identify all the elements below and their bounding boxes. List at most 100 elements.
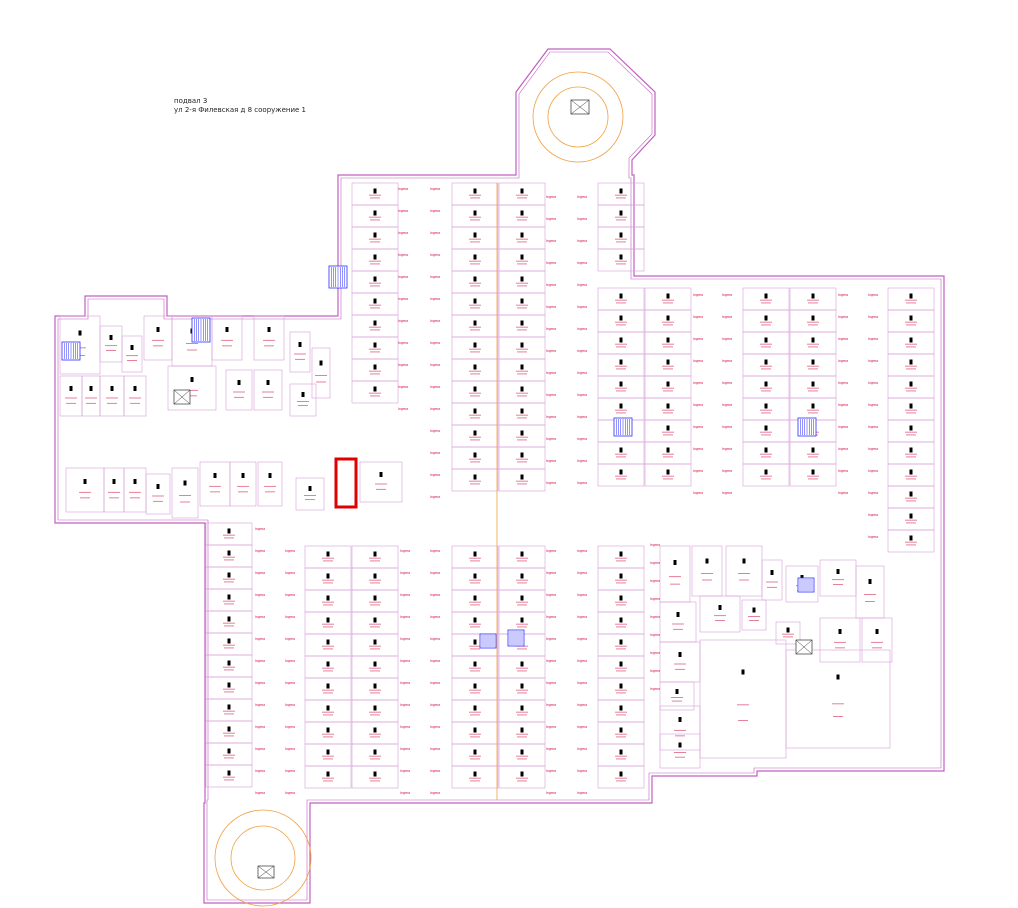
parking-space[interactable] [351,611,399,635]
parking-space[interactable] [451,270,499,294]
parking-space[interactable] [789,463,837,487]
parking-space[interactable] [451,358,499,382]
parking-space[interactable] [644,287,692,311]
parking-space[interactable] [451,204,499,228]
parking-space[interactable] [789,353,837,377]
parking-space[interactable] [205,764,253,788]
parking-space[interactable] [597,611,645,635]
parking-space[interactable] [887,485,935,509]
parking-space[interactable] [304,699,352,723]
parking-space[interactable] [789,331,837,355]
parking-space[interactable] [351,545,399,569]
parking-space[interactable] [205,720,253,744]
parking-space[interactable] [597,589,645,613]
parking-space[interactable] [659,705,701,751]
parking-space[interactable] [597,567,645,591]
parking-space[interactable] [887,331,935,355]
parking-space[interactable] [351,380,399,404]
parking-space[interactable] [597,743,645,767]
parking-space[interactable] [304,633,352,657]
parking-space[interactable] [887,397,935,421]
parking-space[interactable] [451,292,499,316]
parking-space[interactable] [304,655,352,679]
parking-space[interactable] [451,402,499,426]
parking-space[interactable] [742,287,790,311]
parking-space[interactable] [597,441,645,465]
parking-space[interactable] [498,358,546,382]
parking-space[interactable] [789,397,837,421]
parking-space[interactable] [659,681,695,711]
parking-space[interactable] [451,765,499,789]
parking-space[interactable] [819,559,857,597]
parking-space[interactable] [451,699,499,723]
parking-space[interactable] [304,589,352,613]
parking-space[interactable] [451,446,499,470]
parking-space[interactable] [451,545,499,569]
parking-space[interactable] [498,721,546,745]
parking-space[interactable] [742,331,790,355]
parking-space[interactable] [351,567,399,591]
parking-space[interactable] [785,649,891,749]
parking-space[interactable] [498,743,546,767]
parking-space[interactable] [451,182,499,206]
parking-space[interactable] [257,461,283,507]
parking-space[interactable] [855,565,885,619]
parking-space[interactable] [785,565,819,603]
parking-space[interactable] [205,522,253,546]
parking-space[interactable] [451,468,499,492]
parking-space[interactable] [887,441,935,465]
parking-space[interactable] [253,369,283,411]
parking-space[interactable] [199,461,231,507]
parking-space[interactable] [99,325,123,363]
parking-space[interactable] [742,353,790,377]
parking-space[interactable] [659,545,691,603]
parking-space[interactable] [351,248,399,272]
parking-space[interactable] [597,633,645,657]
parking-space[interactable] [597,204,645,228]
parking-space[interactable] [498,402,546,426]
parking-space[interactable] [211,315,243,361]
parking-space[interactable] [304,567,352,591]
parking-space[interactable] [644,375,692,399]
parking-space[interactable] [451,611,499,635]
parking-space[interactable] [351,336,399,360]
parking-space[interactable] [789,287,837,311]
parking-space[interactable] [861,617,893,663]
parking-space[interactable] [498,182,546,206]
parking-space[interactable] [205,632,253,656]
parking-space[interactable] [887,375,935,399]
parking-space[interactable] [351,765,399,789]
parking-space[interactable] [451,743,499,767]
parking-space[interactable] [597,677,645,701]
parking-space[interactable] [451,248,499,272]
parking-space[interactable] [597,226,645,250]
parking-space[interactable] [205,588,253,612]
parking-space[interactable] [295,477,325,511]
parking-space[interactable] [351,633,399,657]
parking-space[interactable] [498,336,546,360]
parking-space[interactable] [597,655,645,679]
parking-space[interactable] [887,463,935,487]
parking-space[interactable] [205,676,253,700]
parking-space[interactable] [351,699,399,723]
parking-space[interactable] [742,375,790,399]
parking-space[interactable] [205,698,253,722]
parking-space[interactable] [597,331,645,355]
parking-space[interactable] [304,743,352,767]
parking-space[interactable] [691,545,723,597]
parking-space[interactable] [741,599,767,631]
parking-space[interactable] [304,765,352,789]
parking-space[interactable] [644,463,692,487]
parking-space[interactable] [289,383,317,417]
parking-space[interactable] [761,559,783,601]
parking-space[interactable] [498,567,546,591]
parking-space[interactable] [498,314,546,338]
parking-space[interactable] [659,601,697,643]
parking-space[interactable] [351,677,399,701]
parking-space[interactable] [498,424,546,448]
parking-space[interactable] [887,419,935,443]
parking-space[interactable] [644,331,692,355]
parking-space[interactable] [351,358,399,382]
parking-space[interactable] [451,721,499,745]
parking-space[interactable] [597,545,645,569]
